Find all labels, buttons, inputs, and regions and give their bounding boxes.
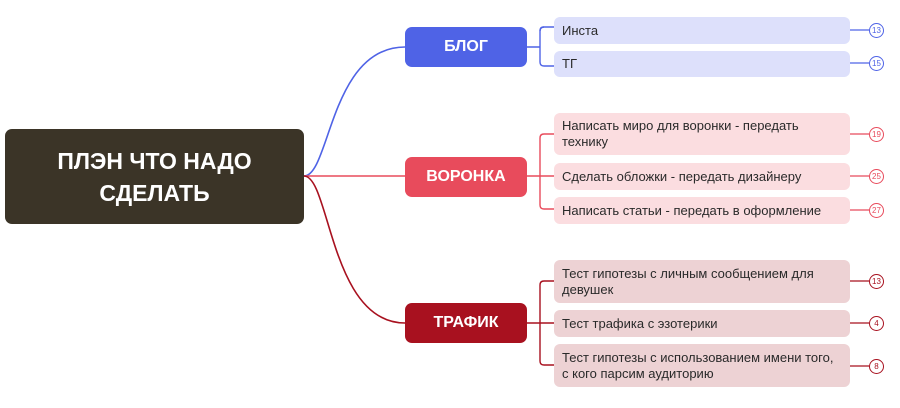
leaf-node[interactable]: Инста — [554, 17, 850, 44]
link-blog-leaves — [527, 26, 554, 67]
leaf-node[interactable]: Тест трафика с эзотерики — [554, 310, 850, 337]
count-badge: 15 — [869, 56, 884, 71]
leaf-node[interactable]: Написать статьи - передать в оформление — [554, 197, 850, 224]
count-badge: 13 — [869, 23, 884, 38]
branch-funnel[interactable]: ВОРОНКА — [405, 157, 527, 197]
link-root-traffic — [303, 175, 406, 324]
leaf-node[interactable]: Тест гипотезы с личным сообщением для де… — [554, 260, 850, 303]
branch-label: ВОРОНКА — [426, 168, 506, 185]
branch-label: БЛОГ — [444, 38, 488, 55]
branch-traffic[interactable]: ТРАФИК — [405, 303, 527, 343]
root-node[interactable]: ПЛЭН ЧТО НАДО СДЕЛАТЬ — [5, 129, 304, 224]
leaf-text: ТГ — [562, 56, 577, 71]
leaf-text: Написать миро для воронки - передать тех… — [562, 118, 799, 149]
leaf-text: Инста — [562, 22, 599, 38]
leaf-text: Тест трафика с эзотерики — [562, 315, 718, 331]
leaf-node[interactable]: Написать миро для воронки - передать тех… — [554, 113, 850, 155]
count-badge: 27 — [869, 203, 884, 218]
link-root-blog — [303, 46, 406, 177]
count-badge: 8 — [869, 359, 884, 374]
count-badge: 19 — [869, 127, 884, 142]
root-title: ПЛЭН ЧТО НАДО СДЕЛАТЬ — [57, 147, 252, 206]
leaf-text: Тест гипотезы с личным сообщением для де… — [562, 265, 814, 297]
branch-blog[interactable]: БЛОГ — [405, 27, 527, 67]
leaf-node[interactable]: ТГ — [554, 51, 850, 77]
link-traffic-leaves — [527, 280, 554, 366]
count-badge: 25 — [869, 169, 884, 184]
count-badge: 13 — [869, 274, 884, 289]
count-badge: 4 — [869, 316, 884, 331]
badge-links — [850, 29, 869, 367]
link-funnel-leaves — [527, 133, 554, 210]
leaf-node[interactable]: Сделать обложки - передать дизайнеру — [554, 163, 850, 190]
leaf-text: Сделать обложки - передать дизайнеру — [562, 168, 802, 184]
leaf-text: Тест гипотезы с использованием имени тог… — [562, 349, 834, 381]
leaf-text: Написать статьи - передать в оформление — [562, 202, 822, 218]
leaf-node[interactable]: Тест гипотезы с использованием имени тог… — [554, 344, 850, 387]
branch-label: ТРАФИК — [433, 314, 499, 331]
